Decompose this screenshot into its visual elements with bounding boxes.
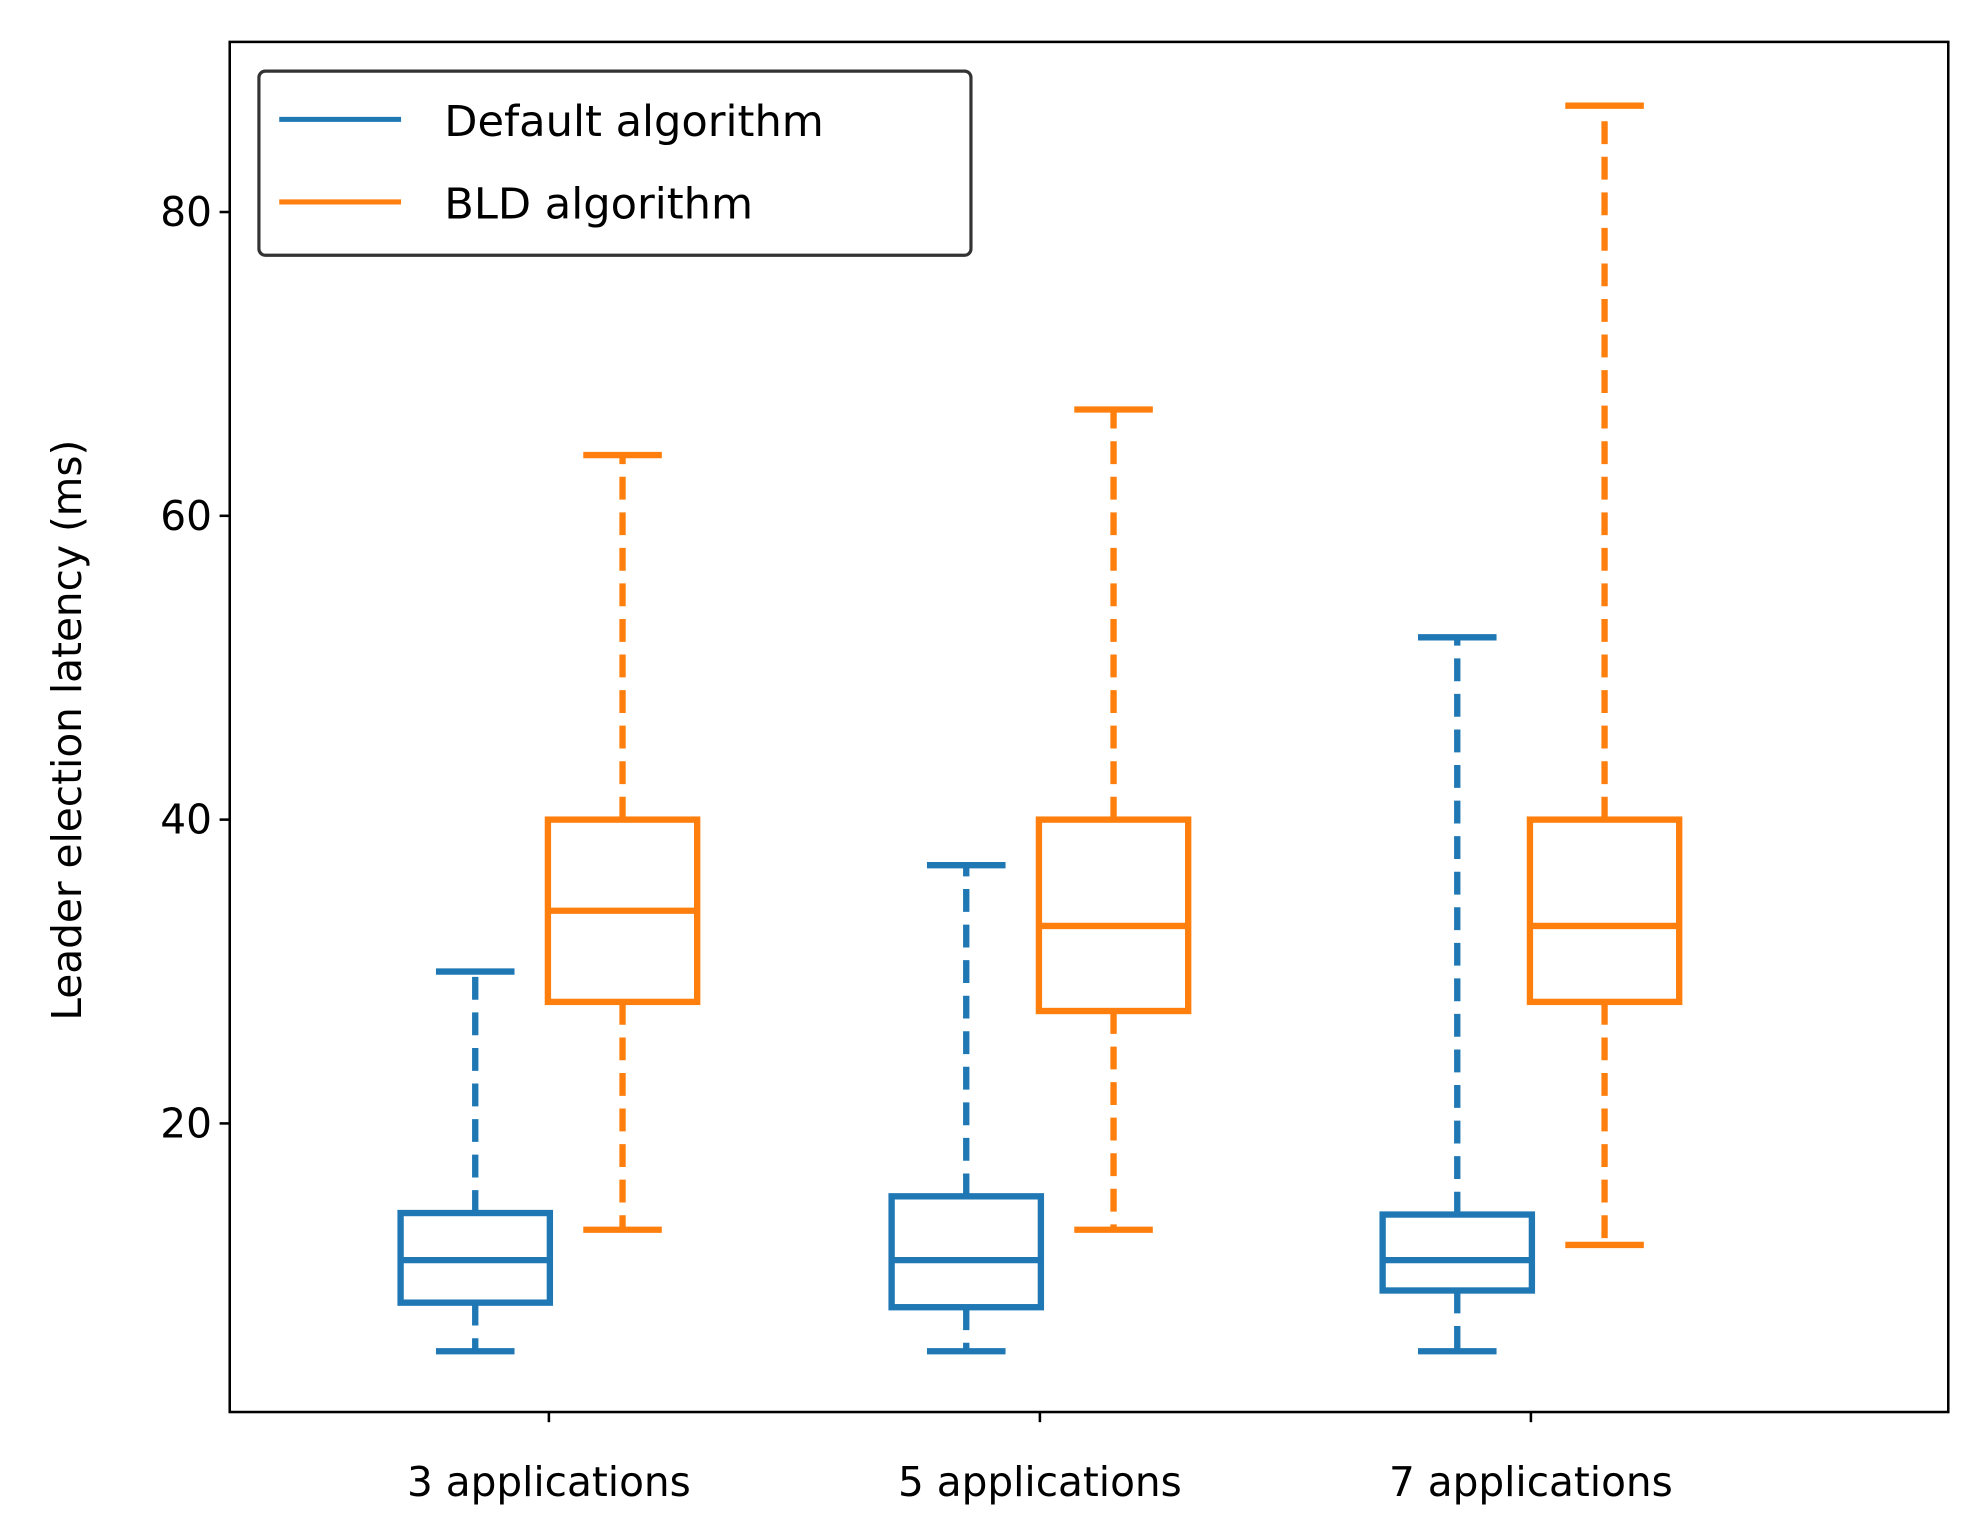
y-tick-label: 20 <box>160 1099 212 1147</box>
iqr-box <box>1526 816 1683 1006</box>
legend-label-bld: BLD algorithm <box>444 179 753 229</box>
iqr-box <box>888 1193 1045 1311</box>
y-axis: 20 40 60 80 <box>160 188 230 1147</box>
x-tick-label: 7 applications <box>1389 1458 1673 1506</box>
legend: Default algorithm BLD algorithm <box>257 69 973 257</box>
y-tick-label: 40 <box>160 796 212 844</box>
legend-label-default: Default algorithm <box>444 97 824 147</box>
y-axis-label: Leader election latency (ms) <box>43 440 91 1021</box>
box-0-1 <box>888 862 1045 1355</box>
box-1-2 <box>1526 102 1683 1249</box>
plot-marks <box>397 102 1683 1355</box>
box-1-1 <box>1035 406 1192 1233</box>
box-0-2 <box>1379 634 1536 1355</box>
axes-frame <box>228 40 1950 1414</box>
x-tick-label: 5 applications <box>898 1458 1182 1506</box>
box-0-0 <box>397 968 554 1355</box>
x-tick-label: 3 applications <box>407 1458 691 1506</box>
iqr-box <box>1035 816 1192 1015</box>
box-1-0 <box>544 451 701 1233</box>
y-tick-label: 80 <box>160 188 212 236</box>
y-tick-label: 60 <box>160 492 212 540</box>
iqr-box <box>1379 1211 1536 1294</box>
x-axis: 3 applications 5 applications 7 applicatio… <box>407 1412 1673 1506</box>
